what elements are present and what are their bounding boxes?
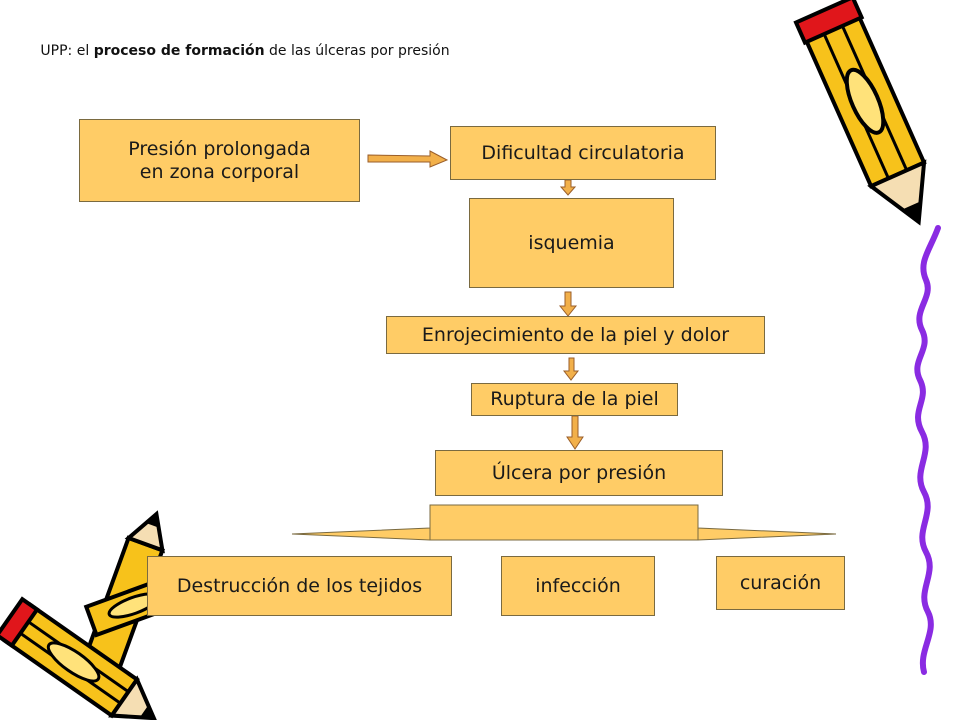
- arrow-ruptura-to-ulcera: [566, 415, 584, 450]
- arrow-enrojecimiento-to-ruptura: [562, 357, 580, 381]
- node-enrojecimiento-label: Enrojecimiento de la piel y dolor: [421, 323, 730, 346]
- title-prefix: UPP: el: [40, 43, 94, 59]
- purple-squiggle: [914, 225, 941, 675]
- node-ruptura-piel: Ruptura de la piel: [471, 383, 678, 416]
- node-ruptura-label: Ruptura de la piel: [490, 388, 659, 411]
- node-dificultad-circulatoria: Dificultad circulatoria: [450, 126, 716, 180]
- node-ulcera-presion: Úlcera por presión: [435, 450, 723, 496]
- node-infeccion-label: infección: [535, 574, 621, 597]
- arrow-presion-to-dificultad: [367, 150, 449, 168]
- node-curacion-label: curación: [739, 571, 822, 594]
- node-isquemia: isquemia: [469, 198, 674, 288]
- node-presion-line1: Presión prolongada: [128, 137, 311, 160]
- node-dificultad-label: Dificultad circulatoria: [481, 141, 685, 164]
- node-destruccion-tejidos: Destrucción de los tejidos: [147, 556, 452, 616]
- node-ulcera-label: Úlcera por presión: [491, 461, 667, 484]
- arrow-dificultad-to-isquemia: [559, 179, 577, 196]
- node-destruccion-label: Destrucción de los tejidos: [176, 574, 423, 597]
- node-presion-line2: en zona corporal: [139, 160, 300, 183]
- node-curacion: curación: [716, 556, 845, 610]
- node-enrojecimiento: Enrojecimiento de la piel y dolor: [386, 316, 765, 354]
- slide-title: UPP: el proceso de formación de las úlce…: [30, 42, 460, 61]
- node-presion-prolongada: Presión prolongada en zona corporal: [79, 119, 360, 202]
- pencil-icon-top-right: [793, 0, 927, 226]
- branch-connector: [291, 504, 837, 541]
- title-suffix: de las úlceras por presión: [264, 43, 450, 59]
- title-bold: proceso de formación: [93, 43, 265, 59]
- node-isquemia-label: isquemia: [528, 231, 615, 254]
- node-infeccion: infección: [501, 556, 655, 616]
- pencil-group-icon-bottom-left: [0, 510, 184, 720]
- arrow-isquemia-to-enrojecimiento: [558, 291, 578, 317]
